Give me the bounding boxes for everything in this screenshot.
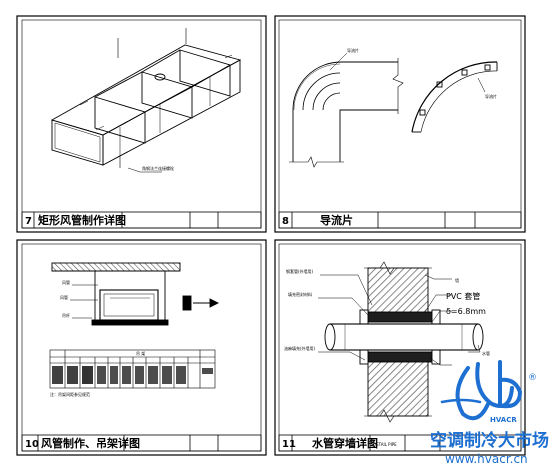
panel-11-callout-sealant: 填充密封材料: [288, 291, 312, 297]
panel-11-title: 水管穿墙详图: [312, 436, 378, 450]
registered-mark: ®: [528, 373, 537, 383]
panel-7-callout-bolt: 角钢法兰连接螺栓: [142, 165, 174, 171]
panel-11: 钢套管(外墙用) 填充密封材料 墙 PVC 套管 δ=6.8mm 水管 油麻填充…: [274, 239, 526, 456]
panel-7-title: 矩形风管制作详图: [38, 213, 126, 227]
panel-7-title-block: [21, 211, 262, 229]
panel-11-title-block: [278, 434, 522, 452]
watermark-brand: 空调制冷大市场: [430, 430, 549, 451]
duct-isometric-drawing: [50, 28, 242, 173]
panel-7-number: 7: [25, 216, 32, 227]
panel-8: 导流片 导流片 8 导流片: [274, 15, 526, 233]
panel-8-title-block: [278, 211, 522, 229]
panel-10-frame: [16, 239, 267, 456]
elbow-with-vanes-drawing: [289, 52, 498, 168]
panel-11-callout-thickness: δ=6.8mm: [446, 307, 486, 316]
hvacr-logo-text: HVACR: [490, 416, 517, 424]
panel-11-callout-steel-sleeve: 钢套管(外墙用): [286, 268, 314, 274]
hvacr-logo-icon: [440, 360, 523, 421]
panel-10-callout-duct-2: 风管: [60, 294, 68, 300]
panel-11-callout-pvc: PVC 套管: [446, 291, 480, 301]
panel-8-callout-vane-detail: 导流片: [485, 93, 497, 99]
hanger-spec-table: [49, 349, 216, 389]
panel-7-frame: [16, 15, 267, 233]
panel-10-number: 10: [25, 439, 39, 450]
watermark-url: www.hvacr.cn: [445, 452, 528, 466]
pipe-wall-drawing: [318, 261, 484, 423]
panel-11-callout-water-pipe: 水管: [482, 350, 490, 356]
panel-8-frame: [274, 15, 526, 233]
hanger-table-header: 吊 架: [136, 350, 145, 356]
panel-11-callout-oakum: 油麻填充(外墙用): [284, 345, 316, 351]
panel-11-callout-wall: 墙: [455, 277, 459, 283]
panel-8-number: 8: [282, 216, 289, 227]
panel-11-number: 11: [282, 439, 296, 450]
panel-7: 角钢法兰连接螺栓 7 矩形风管制作详图: [16, 15, 267, 233]
panel-11-title-code: DETAIL PIPE: [373, 442, 397, 447]
panel-10-title: 风管制作、吊架详图: [41, 436, 140, 450]
panel-10: 风管 风管 吊杆: [16, 239, 267, 456]
panel-10-title-block: [21, 434, 262, 452]
panel-8-callout-vane: 导流片: [347, 47, 359, 53]
panel-10-callout-duct: 风管: [62, 279, 70, 285]
hvacr-watermark: HVACR ® 空调制冷大市场 www.hvacr.cn: [430, 360, 549, 466]
hanger-table-note: 注：吊架间距参见规范: [50, 391, 90, 397]
panel-8-title: 导流片: [320, 213, 353, 227]
panel-10-callout-rod: 吊杆: [62, 312, 70, 318]
hanger-spec-table-fill: [52, 366, 213, 384]
hanger-drawing: [51, 262, 220, 326]
